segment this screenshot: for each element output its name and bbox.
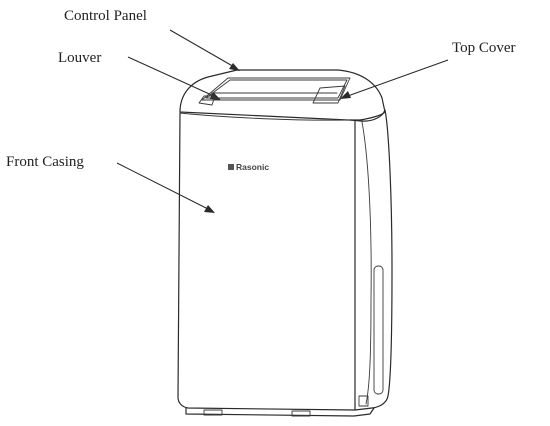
base [185, 407, 375, 417]
dehumidifier-unit: Rasonic [177, 69, 393, 417]
front-casing [177, 112, 356, 411]
louver [198, 95, 216, 106]
control-panel [201, 77, 351, 101]
leader-front-casing [116, 162, 215, 213]
water-level-window [373, 265, 384, 395]
drain-clip [358, 395, 369, 407]
side-panel [349, 109, 393, 411]
leader-control-panel [169, 29, 240, 71]
label-control-panel: Control Panel [64, 8, 147, 24]
brand-logo: Rasonic [228, 162, 269, 172]
top-cover [179, 69, 386, 121]
leader-louver [127, 56, 221, 100]
leader-top-cover [340, 59, 449, 99]
label-front-casing: Front Casing [6, 154, 84, 170]
label-top-cover: Top Cover [452, 40, 516, 56]
brand-logo-text: Rasonic [236, 162, 269, 172]
label-louver: Louver [58, 50, 101, 66]
